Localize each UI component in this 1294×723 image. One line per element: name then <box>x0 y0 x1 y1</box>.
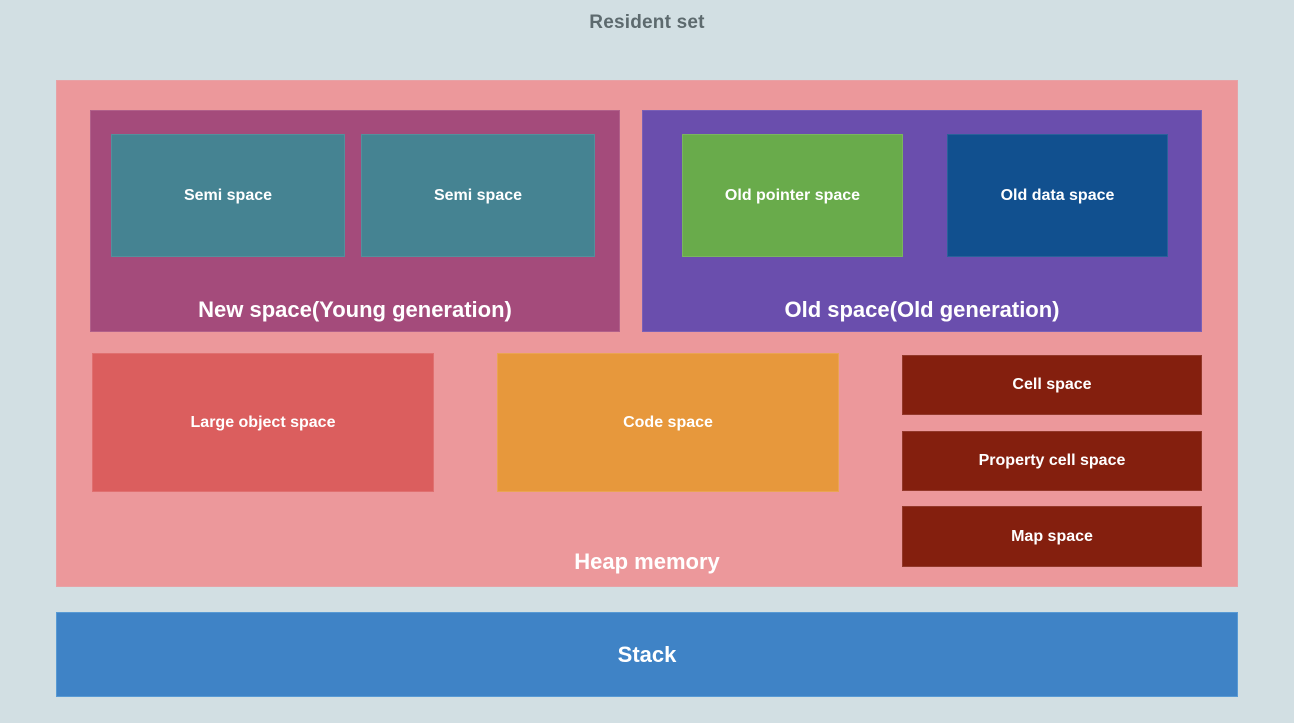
new-space-label: New space(Young generation) <box>198 297 512 322</box>
cell-space-box: Cell space <box>902 355 1202 415</box>
map-space-label: Map space <box>1011 527 1093 545</box>
old-pointer-space-box: Old pointer space <box>682 134 903 257</box>
semi-space-box-1: Semi space <box>111 134 345 257</box>
code-space-box: Code space <box>497 353 839 492</box>
map-space-box: Map space <box>902 506 1202 567</box>
code-space-label: Code space <box>623 413 713 431</box>
page-title: Resident set <box>589 12 705 33</box>
semi-space-label-1: Semi space <box>183 186 273 204</box>
cell-space-label: Cell space <box>1012 376 1092 393</box>
property-cell-space-box: Property cell space <box>902 431 1202 491</box>
old-data-space-box: Old data space <box>947 134 1168 257</box>
old-space-label: Old space(Old generation) <box>784 297 1060 322</box>
heap-memory-label: Heap memory <box>574 549 720 574</box>
semi-space-label-2: Semi space <box>433 186 523 204</box>
stack-container: Stack <box>56 612 1238 697</box>
old-pointer-space-label: Old pointer space <box>724 186 861 204</box>
large-object-space-box: Large object space <box>92 353 434 492</box>
stack-label: Stack <box>617 641 677 667</box>
property-cell-space-label: Property cell space <box>978 452 1126 469</box>
semi-space-box-2: Semi space <box>361 134 595 257</box>
old-data-space-label: Old data space <box>1000 186 1115 204</box>
large-object-space-label: Large object space <box>190 413 336 431</box>
